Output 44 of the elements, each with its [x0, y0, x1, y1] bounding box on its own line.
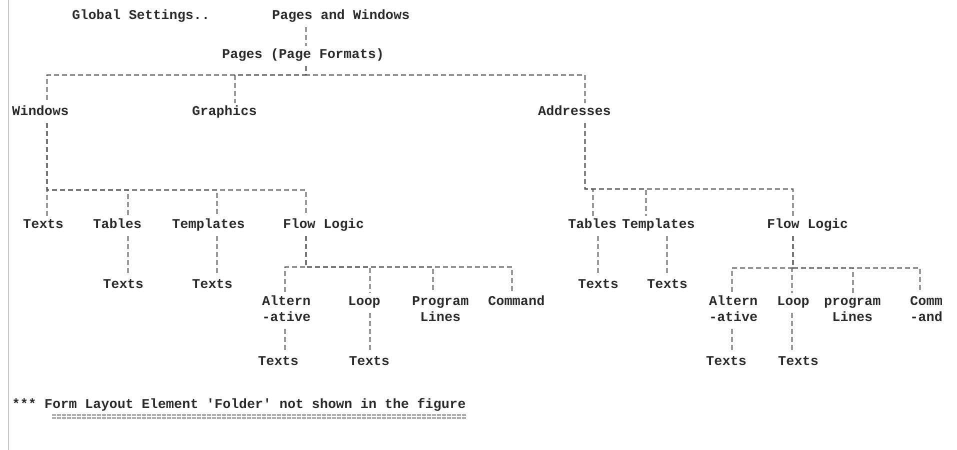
tree-node-text: Flow Logic	[767, 218, 848, 234]
connector-line	[305, 66, 586, 103]
tree-node-text: Texts	[706, 355, 747, 371]
connector-line	[791, 313, 793, 353]
tree-node-text: Tables	[93, 218, 142, 234]
tree-node-text: Texts	[103, 278, 144, 294]
connector-line	[284, 329, 286, 353]
tree-node-text: Command	[488, 295, 545, 311]
tree-node-text: Texts	[578, 278, 619, 294]
tree-node-text: Altern -ative	[705, 295, 762, 327]
heading-text: Global Settings..	[72, 9, 210, 25]
connector-line	[731, 329, 733, 353]
connector-line	[216, 236, 218, 276]
connector-line	[666, 236, 668, 276]
tree-node-text: Templates	[172, 218, 245, 234]
connector-line	[792, 236, 921, 293]
footnote-text: *** Form Layout Element 'Folder' not shown in the figure	[12, 398, 466, 414]
connector-line	[369, 313, 371, 353]
tree-node-text: Texts	[258, 355, 299, 371]
tree-node-text: Texts	[192, 278, 233, 294]
connector-line	[597, 236, 599, 276]
tree-node-text: Comm -and	[906, 295, 946, 327]
connector-line	[305, 27, 307, 46]
tree-node-text: Texts	[647, 278, 688, 294]
tree-node-text: Pages and Windows	[272, 9, 410, 25]
connector-line	[46, 123, 307, 216]
tree-node-text: Texts	[23, 218, 64, 234]
tree-node-text: Templates	[622, 218, 695, 234]
tree-node-text: Windows	[12, 105, 69, 121]
tree-node-text: Flow Logic	[283, 218, 364, 234]
tree-node-text: Altern -ative	[258, 295, 315, 327]
tree-node-text: Loop	[348, 295, 380, 311]
tree-node-text: Pages (Page Formats)	[222, 48, 384, 64]
tree-node-text: Addresses	[538, 105, 611, 121]
tree-node-text: Texts	[778, 355, 819, 371]
tree-node-text: Texts	[349, 355, 390, 371]
tree-node-text: Tables	[568, 218, 617, 234]
tree-node-text: Program Lines	[408, 295, 473, 327]
tree-node-text: Graphics	[192, 105, 257, 121]
connector-line	[305, 236, 513, 293]
connector-line	[127, 236, 129, 276]
tree-node-text: program Lines	[820, 295, 885, 327]
tree-node-text: Loop	[777, 295, 810, 311]
connector-line	[584, 123, 794, 216]
